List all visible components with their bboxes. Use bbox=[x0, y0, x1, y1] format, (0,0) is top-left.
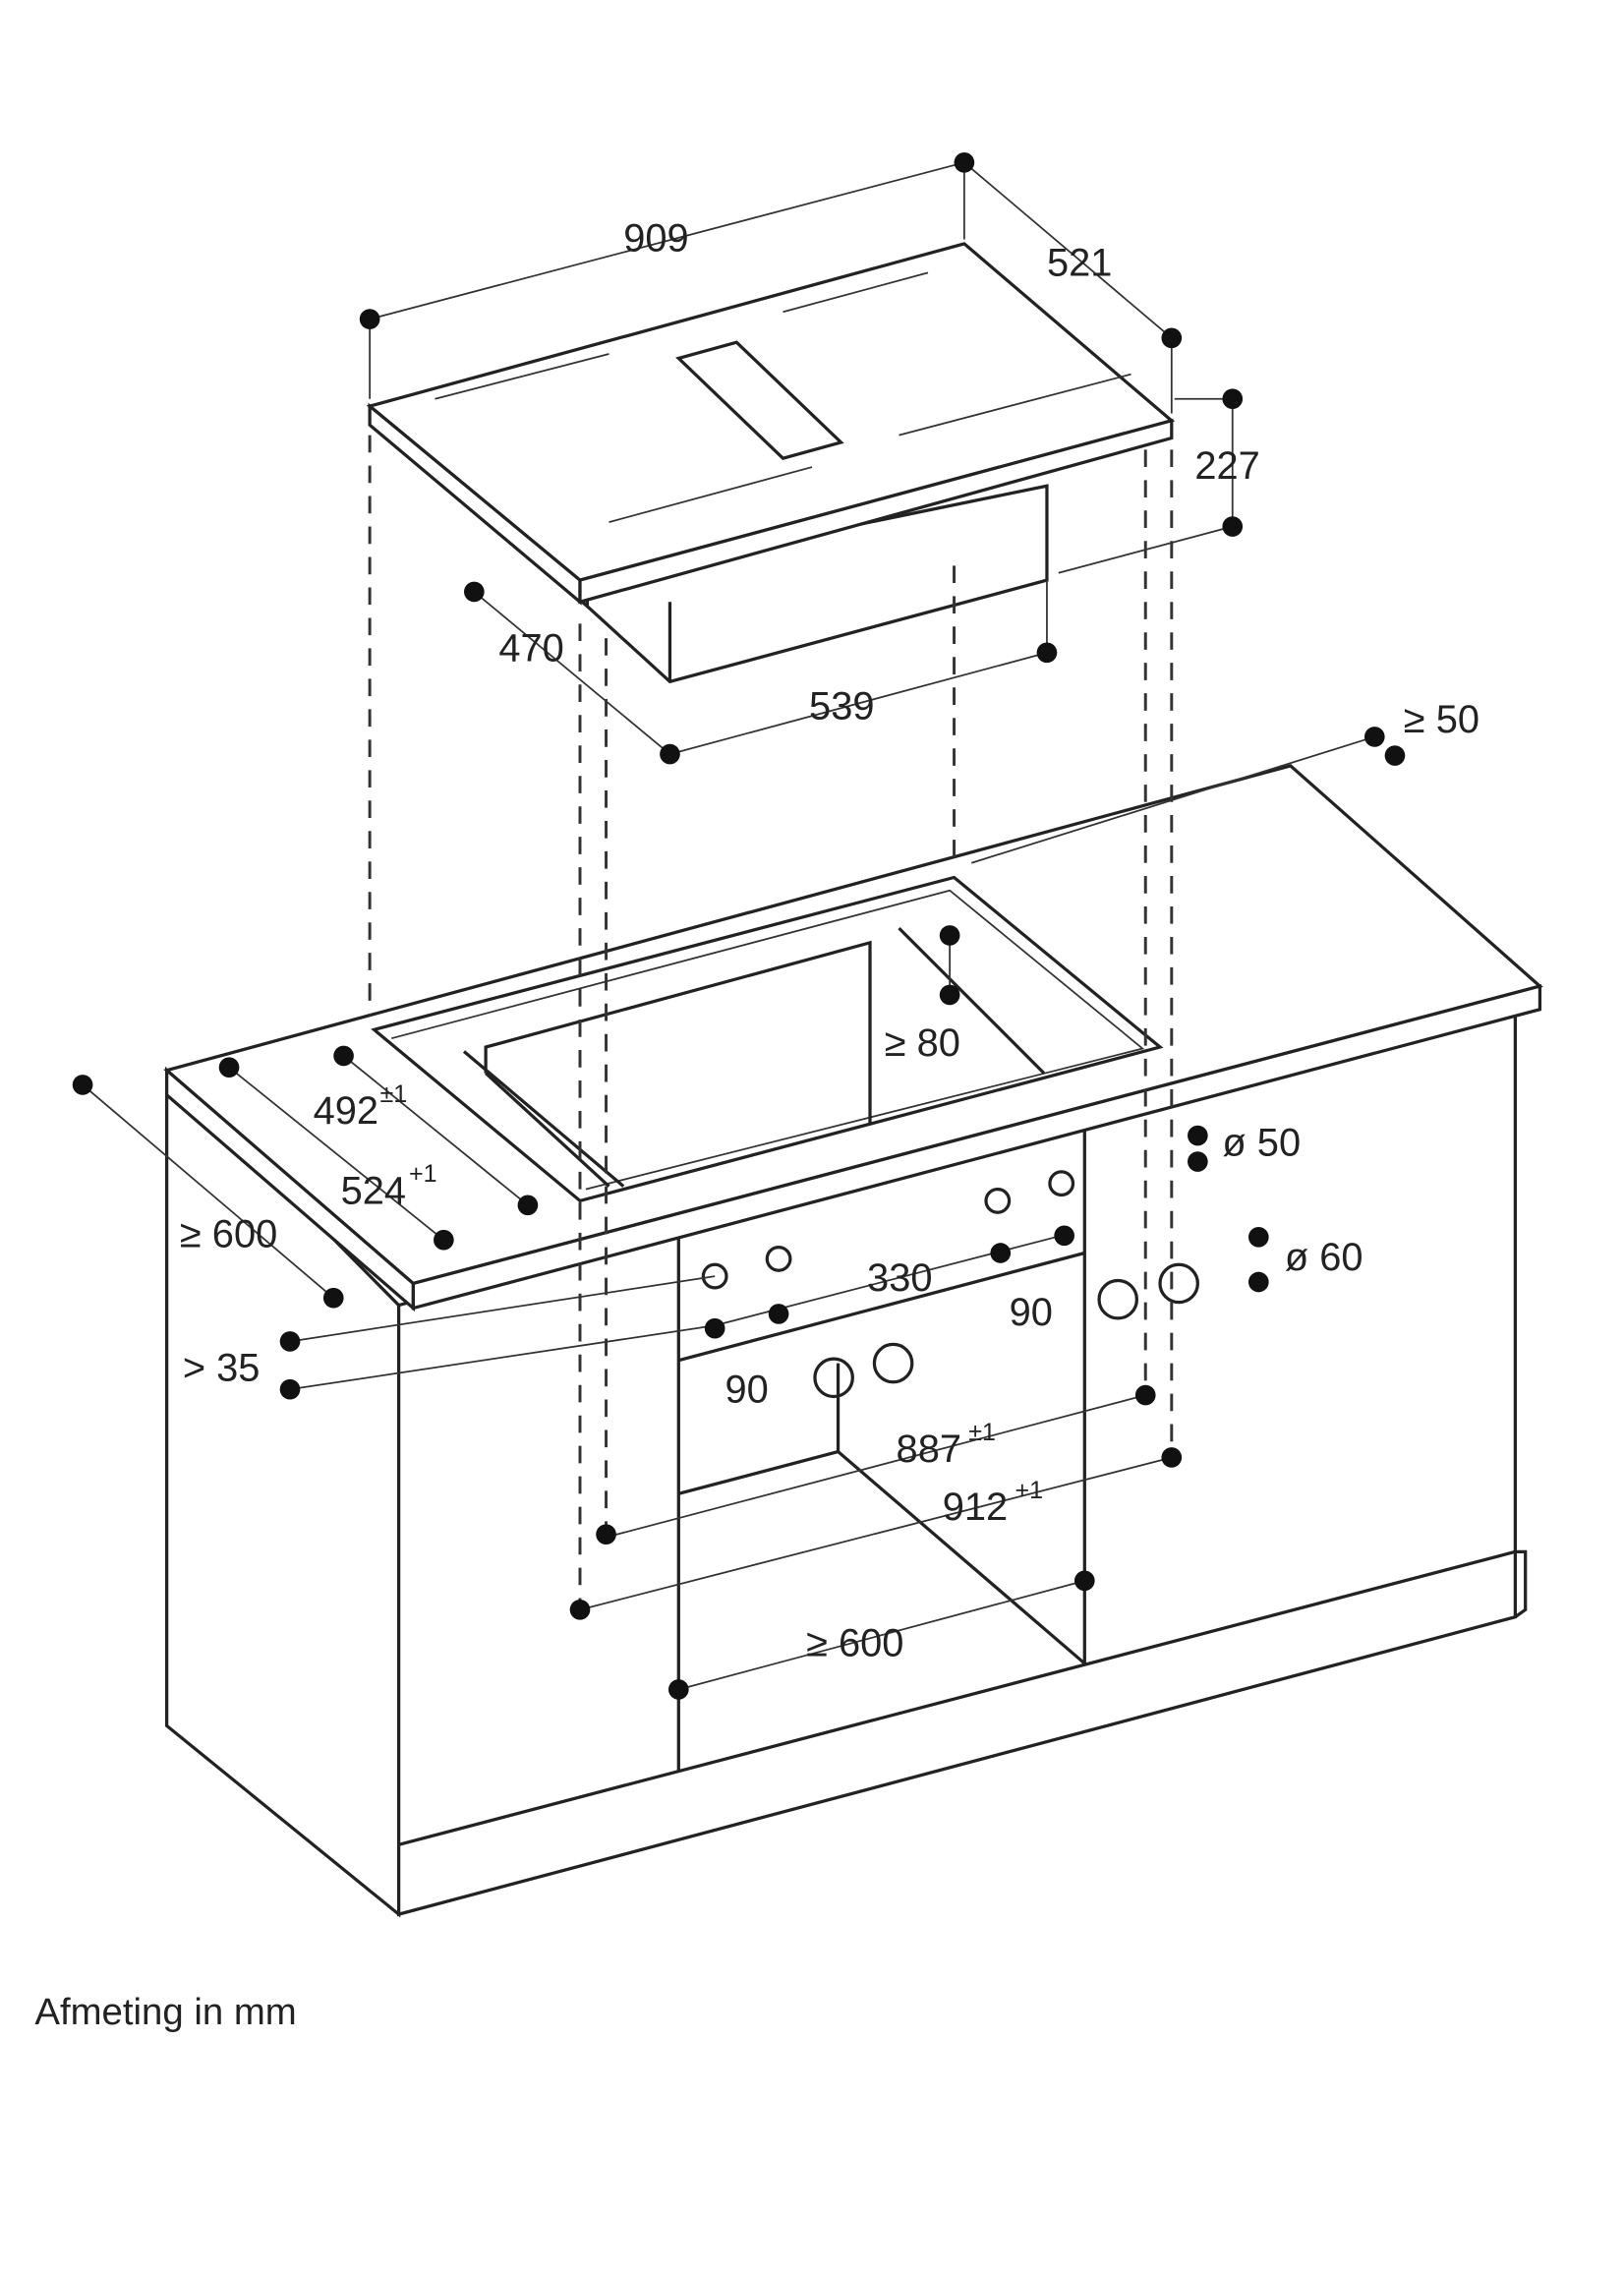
label-duct-pitch-left: 90 bbox=[725, 1368, 769, 1411]
label-cutout-depth-2: 524 bbox=[341, 1169, 406, 1212]
label-body-width: 539 bbox=[809, 685, 874, 729]
dimension-labels: 909 521 227 470 539 ≥ 50 ≥ 80 492 ±1 524… bbox=[180, 216, 1479, 1664]
label-counter-depth: ≥ 600 bbox=[180, 1213, 277, 1256]
label-cutout-width-2: 912 bbox=[943, 1486, 1008, 1529]
duct-holes bbox=[701, 1170, 1199, 1399]
label-cutout-depth-1-tol: ±1 bbox=[379, 1080, 407, 1108]
label-cutout-back: ≥ 80 bbox=[885, 1021, 960, 1065]
hob bbox=[366, 242, 1176, 684]
label-body-depth: 470 bbox=[498, 627, 563, 671]
label-duct-diameter-50: ø 50 bbox=[1222, 1122, 1301, 1165]
label-back-clearance: ≥ 50 bbox=[1404, 698, 1479, 741]
countertop bbox=[163, 764, 1543, 1312]
label-cabinet-width: ≥ 600 bbox=[806, 1622, 903, 1665]
label-cutout-depth-2-tol: +1 bbox=[409, 1160, 437, 1188]
label-duct-spacing: 330 bbox=[867, 1256, 932, 1300]
label-hob-width: 909 bbox=[623, 216, 688, 260]
label-cutout-depth-1: 492 bbox=[314, 1089, 378, 1133]
label-cutout-width-1: 887 bbox=[897, 1428, 961, 1471]
label-hob-height: 227 bbox=[1194, 444, 1259, 488]
label-duct-diameter-60: ø 60 bbox=[1285, 1236, 1363, 1279]
label-duct-pitch-right: 90 bbox=[1010, 1291, 1053, 1334]
label-hob-depth: 521 bbox=[1047, 241, 1112, 284]
caption: Afmeting in mm bbox=[34, 1991, 296, 2033]
label-counter-thickness: > 35 bbox=[183, 1346, 261, 1389]
dimension-points bbox=[72, 151, 1406, 1700]
label-cutout-width-1-tol: ±1 bbox=[968, 1419, 996, 1446]
label-cutout-width-2-tol: +1 bbox=[1015, 1477, 1044, 1504]
